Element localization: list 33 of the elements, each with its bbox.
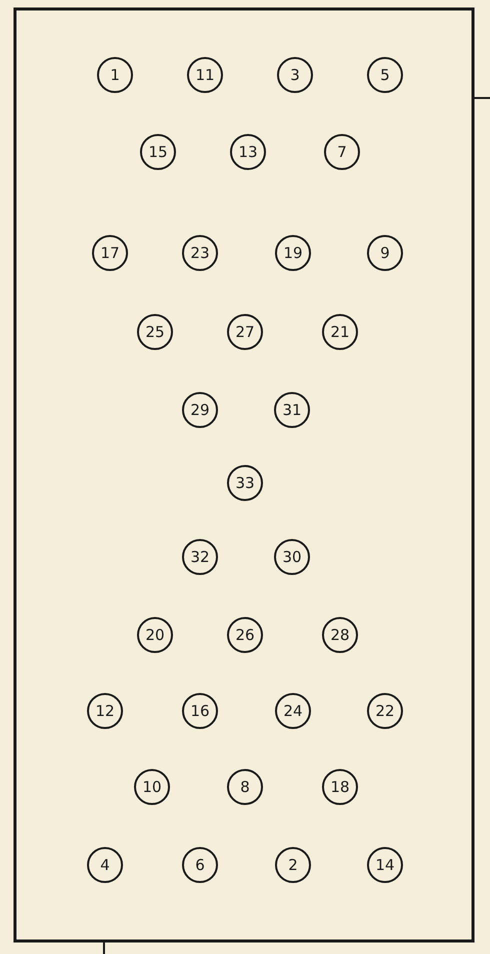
numbered-circle: 25 xyxy=(137,314,173,350)
numbered-circle: 16 xyxy=(182,693,218,729)
numbered-circle: 20 xyxy=(137,617,173,653)
numbered-circle: 21 xyxy=(322,314,358,350)
numbered-circle: 14 xyxy=(367,847,403,883)
numbered-circle: 33 xyxy=(227,465,263,501)
numbered-circle: 32 xyxy=(182,539,218,575)
numbered-circle: 3 xyxy=(277,57,313,93)
numbered-circle: 9 xyxy=(367,235,403,271)
numbered-circle: 28 xyxy=(322,617,358,653)
numbered-circle: 1 xyxy=(97,57,133,93)
numbered-circle: 12 xyxy=(87,693,123,729)
numbered-circle: 8 xyxy=(227,769,263,805)
numbered-circle: 26 xyxy=(227,617,263,653)
numbered-circle: 6 xyxy=(182,847,218,883)
numbered-circle: 22 xyxy=(367,693,403,729)
numbered-circle: 27 xyxy=(227,314,263,350)
numbered-circle: 18 xyxy=(322,769,358,805)
numbered-circle: 31 xyxy=(274,392,310,428)
numbered-circle: 15 xyxy=(140,134,176,170)
numbered-circle: 17 xyxy=(92,235,128,271)
numbered-circle: 24 xyxy=(275,693,311,729)
numbered-circle: 10 xyxy=(134,769,170,805)
numbered-circle: 7 xyxy=(324,134,360,170)
numbered-circle: 23 xyxy=(182,235,218,271)
numbered-circle: 5 xyxy=(367,57,403,93)
numbered-circle: 11 xyxy=(187,57,223,93)
numbered-circle: 2 xyxy=(275,847,311,883)
numbered-circle: 19 xyxy=(275,235,311,271)
numbered-circle: 30 xyxy=(274,539,310,575)
numbered-circle: 13 xyxy=(230,134,266,170)
numbered-circle: 29 xyxy=(182,392,218,428)
numbered-circle: 4 xyxy=(87,847,123,883)
